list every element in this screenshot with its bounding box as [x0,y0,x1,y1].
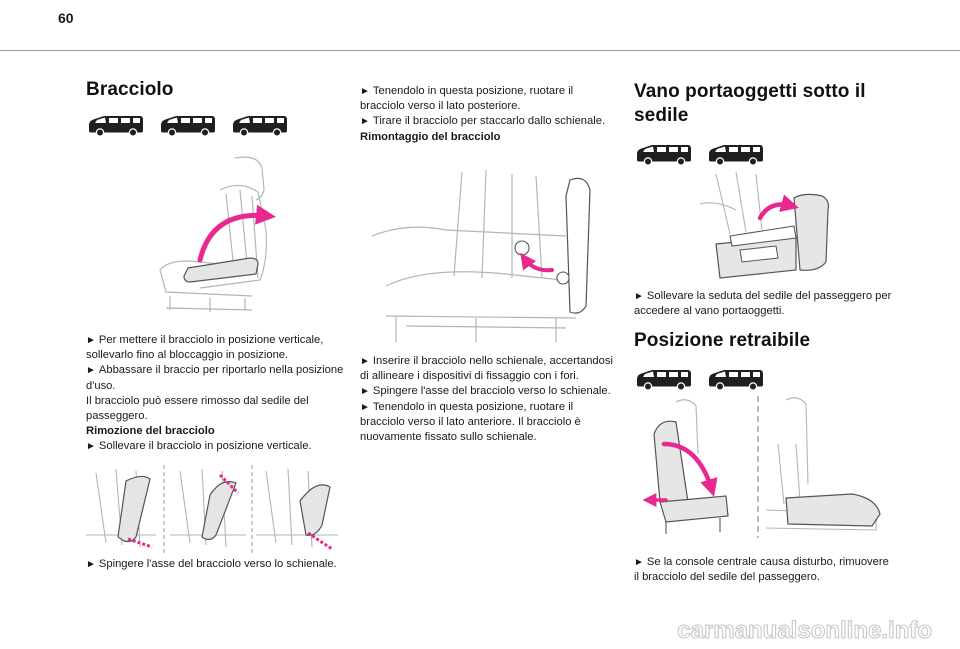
section-title-storage: Vano portaoggetti sotto il sedile [634,81,866,126]
vehicle-icons-storage [634,142,894,166]
vehicle-icons [86,113,344,137]
instruction-pull: Tirare il bracciolo per staccarlo dallo … [372,115,606,128]
armrest-text-block: ►Per mettere il bracciolo in posizione v… [86,334,344,453]
under-seat-storage-illustration [699,171,829,279]
van-icon [706,142,766,166]
retractable-section: Posizione retraibile [634,329,894,391]
instruction-remove-armrest: Se la console centrale causa disturbo, r… [634,556,889,584]
van-icon [158,113,218,137]
armrest-raise-illustration [159,156,276,312]
instruction-lower: Abbassare il braccio per riportarlo nell… [86,364,344,392]
instruction-lift-seat: Sollevare la seduta del sedile del passe… [634,290,892,318]
storage-text: ►Sollevare la seduta del sedile del pass… [634,290,892,318]
section-title-retractable: Posizione retraibile [634,330,811,351]
subheading-reassembly: Rimontaggio del bracciolo [360,130,501,143]
column-armrest: Bracciolo [86,78,344,137]
vehicle-icons-retractable [634,367,894,391]
van-icon [634,367,694,391]
column-reassembly: ►Tenendolo in questa posizione, ruotare … [360,85,606,143]
svg-text:carmanualsonline.info: carmanualsonline.info [677,617,932,644]
instruction-vertical: Sollevare il bracciolo in posizione vert… [98,440,312,453]
instruction-rotate-front: Tenendolo in questa posizione, ruotare i… [360,400,581,444]
van-icon [634,142,694,166]
column-storage: Vano portaoggetti sotto il sedile [634,80,894,166]
armrest-refit-illustration [371,169,591,342]
section-title-armrest: Bracciolo [86,79,174,100]
instruction-insert: Inserire il bracciolo nello schienale, a… [360,355,613,383]
page-number: 60 [58,10,74,26]
push-axis-text: ►Spingere l'asse del bracciolo verso lo … [86,558,337,570]
van-icon [230,113,290,137]
header-rule [0,50,960,51]
reassembly-text-block: ►Inserire il bracciolo nello schienale, … [360,355,613,444]
van-icon [706,367,766,391]
instruction-push-axis: Spingere l'asse del bracciolo verso lo s… [98,558,337,570]
instruction-push-axis-refit: Spingere l'asse del bracciolo verso lo s… [372,385,611,398]
removable-note: Il bracciolo può essere rimosso dal sedi… [86,394,309,423]
instruction-raise: Per mettere il bracciolo in posizione ve… [86,334,324,362]
watermark: carmanualsonline.info [677,616,933,644]
instruction-rotate-rear: Tenendolo in questa posizione, ruotare i… [360,85,574,113]
van-icon [86,113,146,137]
subheading-removal: Rimozione del bracciolo [86,425,215,438]
retractable-console-illustration [642,396,881,538]
armrest-removal-steps-illustration [86,465,338,555]
retractable-text: ►Se la console centrale causa disturbo, … [634,556,889,584]
